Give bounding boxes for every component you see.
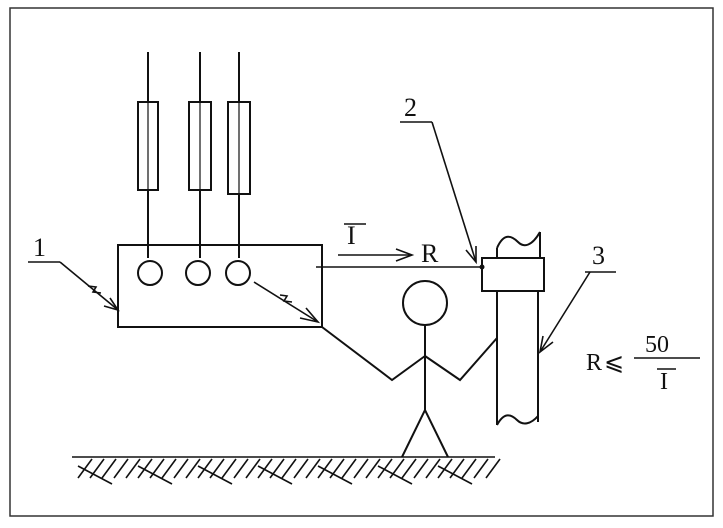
fault-zigzag (279, 294, 293, 303)
ground-hatch-stroke (365, 458, 381, 479)
label-2: 2 (404, 93, 417, 122)
ground-hatch-cross (137, 465, 173, 485)
ground-hatch-stroke (281, 458, 297, 479)
label-2-leader (400, 121, 477, 265)
grounding-pipe (481, 231, 545, 426)
current-path (316, 248, 482, 268)
ground-hatch-stroke (353, 458, 369, 479)
person (321, 280, 498, 458)
fault-path (253, 281, 321, 324)
label-3-leader-line (539, 271, 591, 353)
person-head (402, 280, 448, 326)
diagram-frame (9, 7, 714, 517)
ground-hatch-stroke (413, 458, 429, 479)
terminal-3 (225, 260, 251, 286)
ground-hatch-stroke (113, 458, 129, 479)
ground-hatch-stroke (89, 458, 105, 479)
ground-hatch-stroke (185, 458, 201, 479)
ground-hatch-stroke (461, 458, 477, 479)
ground-hatch-stroke (425, 458, 441, 479)
formula-denominator: I (660, 369, 668, 395)
ground-hatch-stroke (197, 458, 213, 479)
ground-hatch-stroke (329, 458, 345, 479)
ground-hatch-stroke (245, 458, 261, 479)
ground-hatch-stroke (305, 458, 321, 479)
label-2-arrowhead (465, 246, 477, 265)
ground-hatch-stroke (269, 458, 285, 479)
ground-hatch-stroke (473, 458, 489, 479)
ground-hatch-stroke (401, 458, 417, 479)
terminal-1 (137, 260, 163, 286)
ground-hatch-stroke (125, 458, 141, 479)
label-1-arrowhead (103, 297, 120, 312)
ground-hatch-stroke (389, 458, 405, 479)
resistance-label: R (421, 239, 439, 268)
supply-lines (137, 52, 251, 258)
ground-hatch-cross (317, 465, 353, 485)
connection-dot (479, 264, 485, 270)
label-1-zigzag (87, 285, 102, 294)
ground-hatch-stroke (485, 458, 501, 479)
equipment-enclosure (117, 244, 323, 328)
ground-hatch (77, 458, 501, 485)
current-label: I (347, 221, 356, 250)
ground-hatch-stroke (293, 458, 309, 479)
ground-hatch-stroke (233, 458, 249, 479)
pipe-top-break (496, 231, 541, 249)
ground-hatch-stroke (341, 458, 357, 479)
label-1-leader (28, 261, 120, 312)
ground-hatch-cross (437, 465, 473, 485)
ground-hatch-stroke (437, 458, 453, 479)
ground-hatch-cross (197, 465, 233, 485)
pipe-clamp (481, 257, 545, 292)
person-left-arm (321, 326, 426, 382)
label-1: 1 (33, 233, 46, 262)
formula: R ⩽ 50 I (586, 332, 700, 395)
formula-numerator: 50 (645, 332, 669, 358)
label-3-arrowhead (538, 335, 554, 354)
label-3-leader (538, 271, 616, 354)
pipe-bottom-break (496, 414, 539, 426)
ground-hatch-stroke (77, 458, 93, 479)
equipment-box (117, 244, 323, 328)
ground-hatch-cross (377, 465, 413, 485)
ground-hatch-stroke (221, 458, 237, 479)
ground-hatch-stroke (317, 458, 333, 479)
fault-arrowhead (299, 307, 321, 324)
current-arrowhead (395, 248, 415, 262)
ground-hatch-stroke (209, 458, 225, 479)
formula-relation: ⩽ (604, 350, 624, 376)
ground-hatch-stroke (173, 458, 189, 479)
ground-hatch-stroke (101, 458, 117, 479)
ground-hatch-stroke (137, 458, 153, 479)
label-2-leader-line (431, 121, 477, 263)
terminal-2 (185, 260, 211, 286)
ground (72, 456, 501, 485)
ground-hatch-stroke (449, 458, 465, 479)
ground-hatch-stroke (377, 458, 393, 479)
label-3: 3 (592, 241, 605, 270)
person-legs (401, 407, 449, 458)
formula-lhs: R (586, 350, 602, 376)
ground-hatch-stroke (149, 458, 165, 479)
ground-hatch-stroke (257, 458, 273, 479)
ground-hatch-cross (77, 465, 113, 485)
person-right-arm (424, 337, 498, 382)
ground-hatch-stroke (161, 458, 177, 479)
ground-hatch-cross (257, 465, 293, 485)
